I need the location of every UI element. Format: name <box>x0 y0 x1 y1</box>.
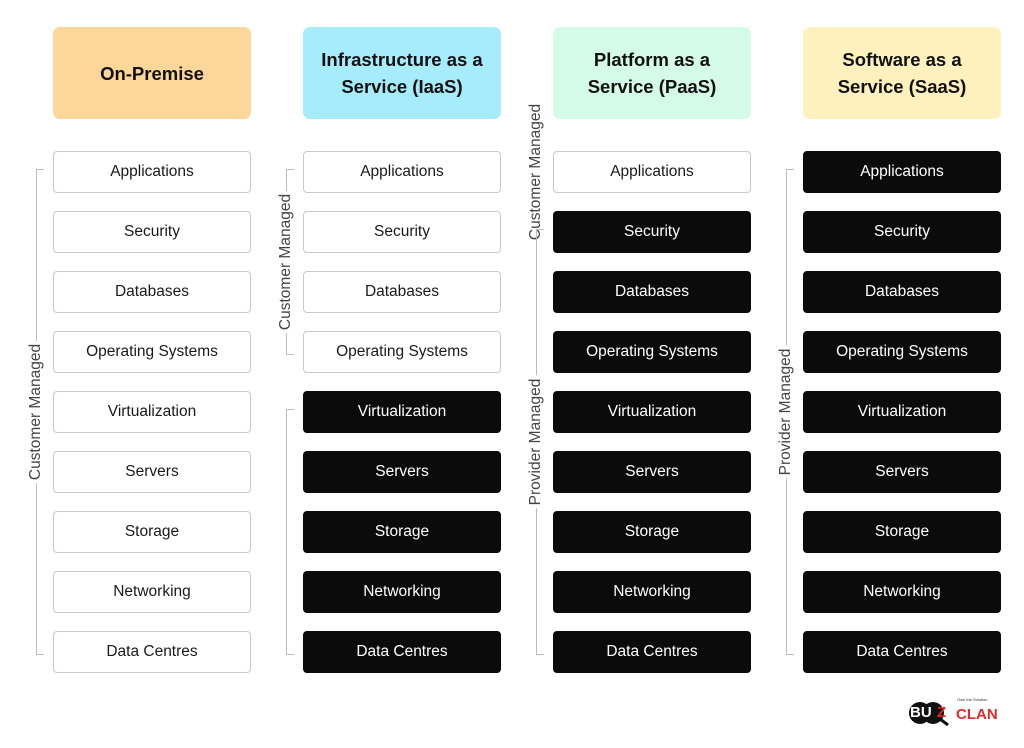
layer-cell-databases: Databases <box>53 271 251 313</box>
column-header-line: Service (SaaS) <box>837 76 967 97</box>
logo-text-right: CLAN <box>956 706 998 723</box>
column-header-title: On-Premise <box>100 60 204 87</box>
column-header-title: Infrastructure as a Service (IaaS) <box>321 46 482 100</box>
layer-cell-data-centres: Data Centres <box>53 631 251 673</box>
layer-cell-virtualization: Virtualization <box>53 391 251 433</box>
provider-managed-label-text: Provider Managed <box>775 345 797 479</box>
layer-cell-storage: Storage <box>303 511 501 553</box>
layer-cell-operating-systems: Operating Systems <box>53 331 251 373</box>
column-header-line: Software as a <box>842 49 962 70</box>
layer-cell-applications: Applications <box>803 151 1001 193</box>
layer-cell-virtualization: Virtualization <box>303 391 501 433</box>
provider-managed-bracket <box>286 409 294 655</box>
column-header-3: Software as a Service (SaaS) <box>803 27 1001 119</box>
column-header-1: Infrastructure as a Service (IaaS) <box>303 27 501 119</box>
layer-cell-databases: Databases <box>803 271 1001 313</box>
column-header-2: Platform as a Service (PaaS) <box>553 27 751 119</box>
layer-cell-operating-systems: Operating Systems <box>553 331 751 373</box>
layer-cell-data-centres: Data Centres <box>553 631 751 673</box>
layer-cell-databases: Databases <box>553 271 751 313</box>
layer-cell-networking: Networking <box>803 571 1001 613</box>
column-header-title: Platform as a Service (PaaS) <box>588 46 717 100</box>
column-header-title: Software as a Service (SaaS) <box>838 46 967 100</box>
customer-managed-label-text: Customer Managed <box>275 190 297 334</box>
column-header-line: On-Premise <box>100 62 204 84</box>
layer-cell-storage: Storage <box>803 511 1001 553</box>
buzzclan-logo-icon <box>909 702 949 727</box>
layer-cell-security: Security <box>303 211 501 253</box>
layer-cell-applications: Applications <box>553 151 751 193</box>
column-header-0: On-Premise <box>53 27 251 119</box>
layer-cell-data-centres: Data Centres <box>803 631 1001 673</box>
customer-managed-label-text: Customer Managed <box>25 340 47 484</box>
column-header-line: Platform as a <box>593 49 711 70</box>
customer-managed-label-text: Customer Managed <box>525 100 547 244</box>
column-header-line: Infrastructure as a <box>321 49 483 70</box>
logo-text-left: BU <box>910 704 932 721</box>
layer-cell-security: Security <box>53 211 251 253</box>
layer-cell-servers: Servers <box>303 451 501 493</box>
layer-cell-security: Security <box>553 211 751 253</box>
layer-cell-servers: Servers <box>803 451 1001 493</box>
layer-cell-databases: Databases <box>303 271 501 313</box>
layer-cell-applications: Applications <box>53 151 251 193</box>
buzzclan-logo: BU Z CLAN Own the Solution <box>906 697 1002 727</box>
layer-cell-networking: Networking <box>53 571 251 613</box>
column-header-line: Service (PaaS) <box>587 76 717 97</box>
layer-cell-servers: Servers <box>53 451 251 493</box>
layer-cell-security: Security <box>803 211 1001 253</box>
layer-cell-networking: Networking <box>303 571 501 613</box>
provider-managed-label-text: Provider Managed <box>525 375 547 509</box>
layer-cell-virtualization: Virtualization <box>553 391 751 433</box>
layer-cell-storage: Storage <box>53 511 251 553</box>
layer-cell-servers: Servers <box>553 451 751 493</box>
layer-cell-data-centres: Data Centres <box>303 631 501 673</box>
logo-text-mid: Z <box>937 704 947 721</box>
layer-cell-operating-systems: Operating Systems <box>803 331 1001 373</box>
layer-cell-operating-systems: Operating Systems <box>303 331 501 373</box>
logo-tagline: Own the Solution <box>957 697 988 702</box>
layer-cell-virtualization: Virtualization <box>803 391 1001 433</box>
column-header-line: Service (IaaS) <box>341 76 463 97</box>
layer-cell-storage: Storage <box>553 511 751 553</box>
layer-cell-networking: Networking <box>553 571 751 613</box>
layer-cell-applications: Applications <box>303 151 501 193</box>
